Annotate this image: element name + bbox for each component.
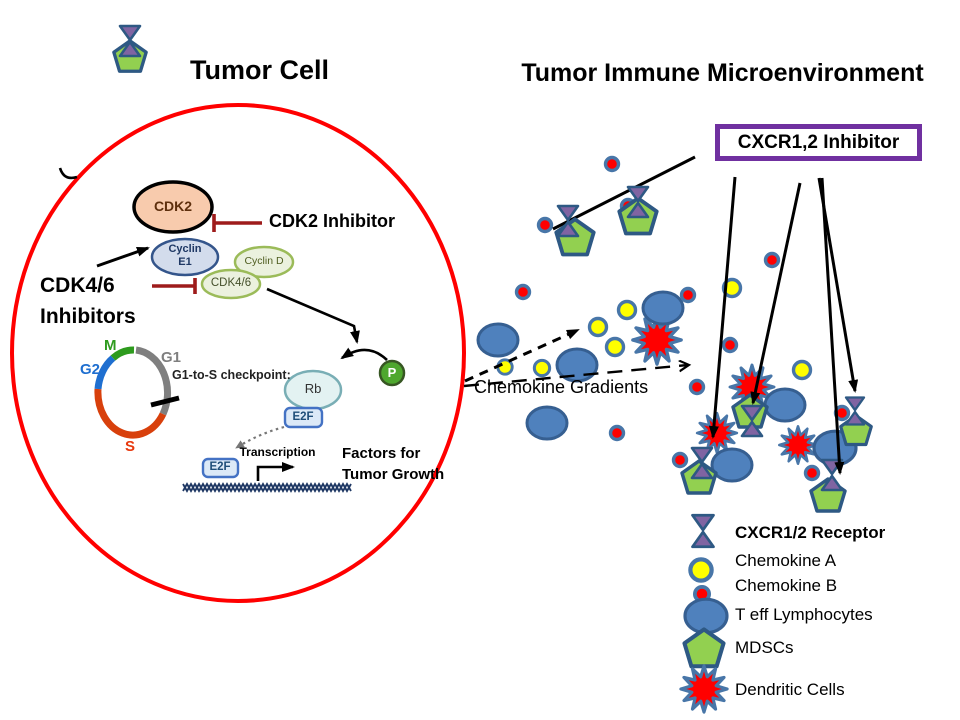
chemokine-b-dot (803, 464, 821, 482)
tumor-cell-membrane (10, 103, 466, 603)
chemokine-b-dot (721, 336, 739, 354)
legend-label-mdscs: MDSCs (735, 638, 794, 657)
phospho-arrow (340, 347, 388, 361)
phase-s-label: S (125, 438, 136, 455)
legend-label-cxcr12-receptor: CXCR1/2 Receptor (735, 523, 886, 542)
gradient-arrow-lower (463, 365, 688, 388)
chemokine-a-dot (587, 316, 609, 338)
transcription-label: Transcription (239, 445, 316, 459)
tumor-cell-title: Tumor Cell (189, 55, 329, 85)
cdk2-inhibition-tbar (212, 214, 262, 232)
activation-arrow-cycline (96, 246, 150, 268)
chemokine-a-dot (532, 358, 552, 378)
cxcr12-inhibitor-box: CXCR1,2 Inhibitor (715, 124, 922, 161)
legend-label-dendritic: Dendritic Cells (735, 680, 845, 699)
chemokine-b-dot (671, 451, 689, 469)
dna-strand (182, 482, 352, 493)
chemokine-b-dot (603, 155, 621, 173)
chemokine-b-dot (763, 251, 781, 269)
cyclin-d-label: Cyclin D (244, 255, 284, 267)
chemokine-b-dot (536, 216, 554, 234)
cdk2-inhibitor-label: CDK2 Inhibitor (269, 211, 395, 231)
t-eff-cell (641, 290, 685, 326)
cxcr12-receptor-icon (691, 513, 715, 549)
legend-label-chemokine-b: Chemokine B (735, 576, 838, 595)
gradient-arrow-upper (464, 328, 580, 383)
chemokine-a-dot (616, 299, 638, 321)
cyclin-d-node (233, 245, 295, 279)
e2f-release-dotted-arrow (235, 425, 285, 449)
phase-m-label: M (104, 337, 117, 354)
cxcr12-inhibitor-label: CXCR1,2 Inhibitor (737, 132, 900, 153)
dendritic-cell-icon (679, 664, 729, 714)
inhibitor-line-upper-mdscs (552, 155, 696, 231)
inhibitor-arrow (708, 176, 737, 439)
chemokine-a-dot (604, 336, 626, 358)
chemokine-gradients-label: Chemokine Gradients (474, 377, 649, 397)
cdk46-node (200, 268, 262, 300)
phase-g2-label: G2 (80, 361, 101, 378)
e2f-bottom-label: E2F (209, 461, 231, 473)
legend-label-t-eff: T eff Lymphocytes (735, 605, 873, 624)
checkpoint-label: G1-to-S checkpoint: (172, 368, 291, 382)
chemokine-b-dot (514, 283, 532, 301)
cdk46-inhibitors-label: CDK4/6 Inhibitors (40, 274, 136, 328)
phase-g1-arc (135, 346, 172, 416)
inhibitor-arrow (817, 177, 859, 393)
phase-g1-label: G1 (161, 349, 182, 366)
cxcr12-receptor-icon (118, 24, 142, 58)
e2f-top-label: E2F (292, 411, 314, 423)
t-eff-cell (710, 447, 754, 483)
mdsc-icon (684, 629, 723, 666)
cdk46-inhibition-tbar (152, 278, 197, 294)
phase-m-arc (110, 346, 135, 361)
t-eff-cell (476, 322, 520, 358)
phase-s-arc (94, 388, 167, 439)
t-eff-lymphocyte-icon (683, 597, 729, 635)
t-eff-cell (763, 387, 807, 423)
chemokine-b-dot (679, 286, 697, 304)
legend-label-chemokine-a: Chemokine A (735, 551, 837, 570)
cdk46-to-rb-arrow (266, 287, 360, 344)
factors-label: Factors for Tumor Growth (342, 445, 445, 483)
inhibitor-arrow (750, 182, 802, 405)
cdk2-node (132, 180, 214, 234)
dendritic-cell (778, 425, 818, 465)
membrane-tick (58, 167, 78, 180)
microenvironment-title: Tumor Immune Microenvironment (521, 59, 924, 87)
phospho-label: P (387, 365, 397, 380)
cdk2-label: CDK2 (153, 198, 193, 214)
t-eff-cell (525, 405, 569, 441)
phase-g2-arc (94, 355, 116, 390)
dna-strand (182, 482, 352, 493)
inhibitor-arrow (820, 177, 845, 475)
chemokine-b-dot (688, 378, 706, 396)
cell-cycle-wheel (94, 346, 180, 439)
chemokine-a-dot (791, 359, 813, 381)
cyclin-e1-node (150, 237, 220, 277)
e2f-node-top (283, 406, 324, 429)
cyclin-e1-label: Cyclin E1 (168, 243, 202, 268)
e2f-node-bottom (201, 457, 240, 479)
cdk46-label: CDK4/6 (210, 277, 252, 289)
checkpoint-bar (150, 395, 180, 408)
rb-label: Rb (304, 381, 322, 396)
chemokine-b-dot (608, 424, 626, 442)
transcription-arrow (256, 462, 295, 481)
chemokine-a-icon (690, 559, 711, 580)
phospho-node (378, 359, 406, 387)
